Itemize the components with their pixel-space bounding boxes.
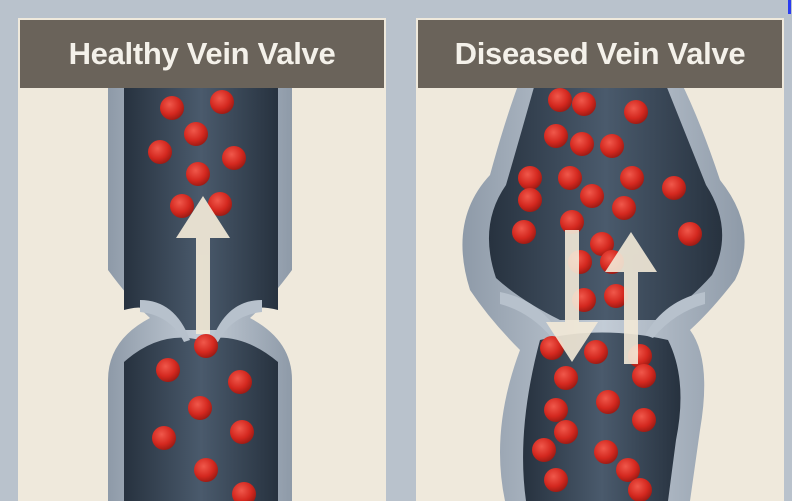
blood-cell [662, 176, 686, 200]
blood-cell [620, 166, 644, 190]
blood-cell [632, 364, 656, 388]
blood-cell [518, 188, 542, 212]
blood-cell [544, 468, 568, 492]
blood-cell [558, 166, 582, 190]
blood-cell [152, 426, 176, 450]
edge-marker [788, 0, 791, 14]
blood-cell [186, 162, 210, 186]
blood-cell [222, 146, 246, 170]
blood-cell [600, 134, 624, 158]
blood-cell [156, 358, 180, 382]
blood-cell [554, 420, 578, 444]
diseased-vein-valve-title: Diseased Vein Valve [418, 20, 782, 88]
blood-cell [544, 398, 568, 422]
blood-cell [184, 122, 208, 146]
blood-cell [624, 100, 648, 124]
blood-cell [148, 140, 172, 164]
blood-cell [194, 334, 218, 358]
blood-cell [678, 222, 702, 246]
blood-cell [170, 194, 194, 218]
blood-cell [228, 370, 252, 394]
blood-cell [518, 166, 542, 190]
blood-cell [512, 220, 536, 244]
blood-cell [194, 458, 218, 482]
healthy-vein-valve-title: Healthy Vein Valve [20, 20, 384, 88]
blood-cell [548, 88, 572, 112]
blood-cell [596, 390, 620, 414]
blood-cell [532, 438, 556, 462]
blood-cell [544, 124, 568, 148]
blood-cell [570, 132, 594, 156]
blood-cell [628, 478, 652, 501]
blood-cell [160, 96, 184, 120]
blood-cell [584, 340, 608, 364]
blood-cell [594, 440, 618, 464]
blood-cell [210, 90, 234, 114]
blood-cell [572, 92, 596, 116]
blood-cell [554, 366, 578, 390]
blood-cell [612, 196, 636, 220]
blood-cell [580, 184, 604, 208]
blood-cell [188, 396, 212, 420]
blood-cell [616, 458, 640, 482]
blood-cell [230, 420, 254, 444]
blood-cell [632, 408, 656, 432]
